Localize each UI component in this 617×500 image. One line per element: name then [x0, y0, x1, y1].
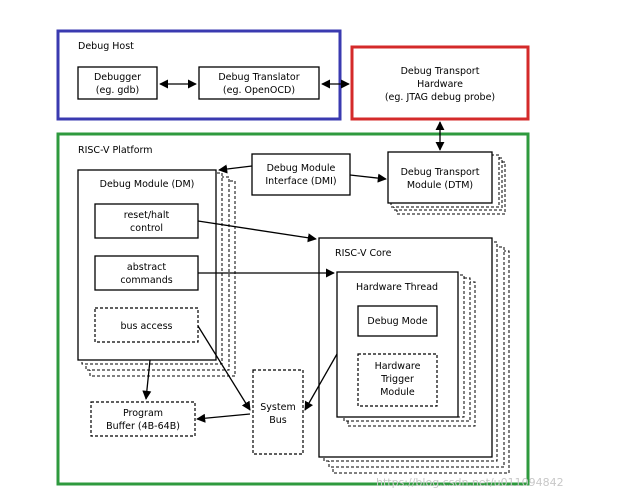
reset-halt-box [94, 203, 199, 239]
riscv-core-title: RISC-V Core [335, 248, 392, 259]
system-bus-line2: Bus [269, 415, 287, 426]
dtm-stack: Debug Transport Module (DTM) [387, 151, 506, 215]
debugger-box [77, 66, 158, 100]
trigger-line2: Trigger [380, 374, 414, 385]
transport-hardware-frame [350, 45, 530, 121]
dmi-line1: Debug Module [267, 163, 336, 174]
transport-hardware-group: Debug Transport Hardware (eg. JTAG debug… [350, 45, 530, 121]
program-buffer-box [90, 401, 196, 437]
dtm-box [387, 151, 493, 204]
transport-hardware-line2: Hardware [417, 79, 463, 90]
trigger-line3: Module [380, 387, 415, 398]
program-buffer-line1: Program [123, 408, 163, 419]
bus-access-label: bus access [120, 321, 172, 332]
debug-host-group: Debug Host Debugger (eg. gdb) Debug Tran… [56, 29, 342, 121]
debugger-sublabel: (eg. gdb) [96, 85, 139, 96]
abstract-commands-box [94, 255, 199, 291]
bus-access-to-system-bus-arrow [197, 325, 251, 411]
trigger-line1: Hardware [375, 361, 421, 372]
dtm-line1: Debug Transport [401, 167, 480, 178]
hardware-thread-title: Hardware Thread [356, 282, 438, 293]
debug-host-title: Debug Host [78, 41, 134, 52]
system-bus-box [252, 369, 304, 455]
debug-module-title: Debug Module (DM) [100, 179, 195, 190]
watermark-text: https://blog.csdn.net/u011094842 [376, 476, 564, 489]
abstract-commands-line2: commands [120, 275, 172, 286]
platform-title: RISC-V Platform [78, 145, 153, 156]
system-bus-line1: System [260, 402, 295, 413]
dmi-box [251, 153, 351, 196]
program-buffer-line2: Buffer (4B-64B) [106, 421, 180, 432]
reset-halt-to-core-arrow [197, 220, 317, 243]
bus-access-box [94, 307, 199, 343]
dmi-to-dtm-arrow [349, 173, 387, 183]
system-bus-to-program-buffer-arrow [196, 413, 251, 423]
hart-to-system-bus-arrow [304, 353, 338, 411]
debug-translator-sublabel: (eg. OpenOCD) [223, 85, 295, 96]
reset-halt-line1: reset/halt [124, 210, 170, 221]
debug-translator-box [198, 66, 320, 100]
debug-mode-box [357, 305, 438, 337]
trigger-module-box [357, 353, 438, 407]
dmi-to-dm-arrow [218, 164, 253, 174]
dtm-line2: Module (DTM) [407, 180, 473, 191]
reset-halt-line2: control [130, 223, 163, 234]
debug-mode-label: Debug Mode [367, 316, 427, 327]
dmi-line2: Interface (DMI) [265, 176, 336, 187]
abstract-commands-line1: abstract [127, 262, 166, 273]
debug-translator-label: Debug Translator [218, 72, 299, 83]
riscv-core-stack: RISC-V Core Hardware Thread Debug Mode H… [318, 237, 510, 474]
transport-hardware-line3: (eg. JTAG debug probe) [385, 92, 495, 103]
dm-to-program-buffer-arrow [142, 359, 152, 400]
transport-hardware-line1: Debug Transport [401, 66, 480, 77]
debugger-label: Debugger [94, 72, 141, 83]
